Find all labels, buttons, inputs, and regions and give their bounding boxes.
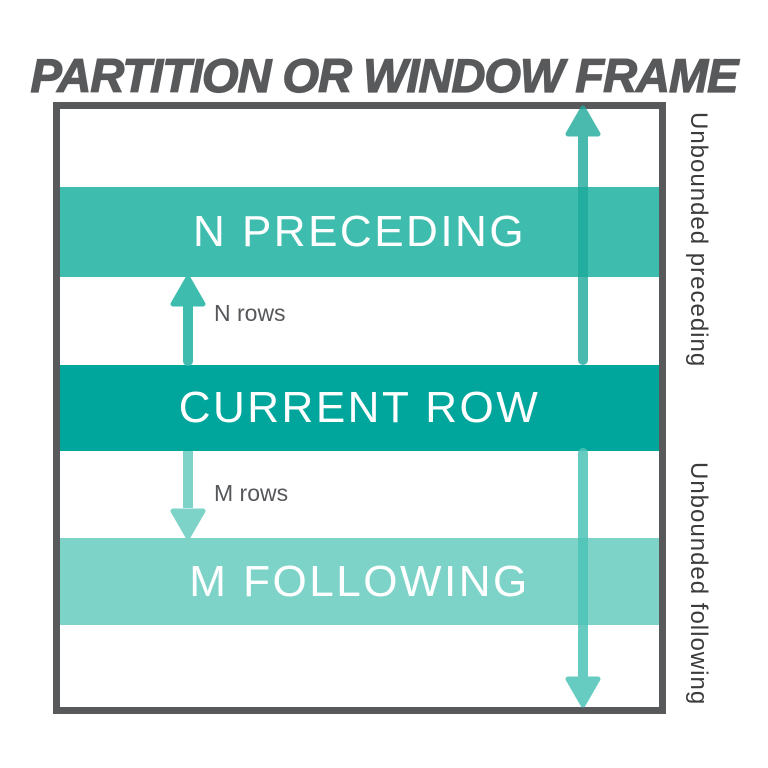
band-current-row-label: CURRENT ROW	[178, 383, 541, 432]
window-frame-box: N PRECEDING CURRENT ROW M FOLLOWING	[53, 102, 666, 714]
band-current-row: CURRENT ROW	[60, 365, 659, 451]
unbounded-preceding-arrow-icon	[565, 105, 601, 365]
unbounded-preceding-label: Unbounded preceding	[685, 112, 712, 368]
diagram-title: PARTITION OR WINDOW FRAME	[30, 49, 739, 102]
n-rows-label: N rows	[214, 300, 286, 326]
band-n-preceding: N PRECEDING	[60, 187, 659, 277]
m-rows-label: M rows	[214, 480, 289, 506]
band-m-following: M FOLLOWING	[60, 538, 659, 625]
band-n-preceding-label: N PRECEDING	[192, 207, 527, 256]
n-rows-up-arrow-icon	[170, 275, 206, 366]
m-rows-down-arrow-icon	[170, 451, 206, 540]
unbounded-following-arrow-icon	[565, 448, 601, 708]
band-m-following-label: M FOLLOWING	[189, 556, 530, 606]
unbounded-following-label: Unbounded following	[685, 462, 712, 706]
